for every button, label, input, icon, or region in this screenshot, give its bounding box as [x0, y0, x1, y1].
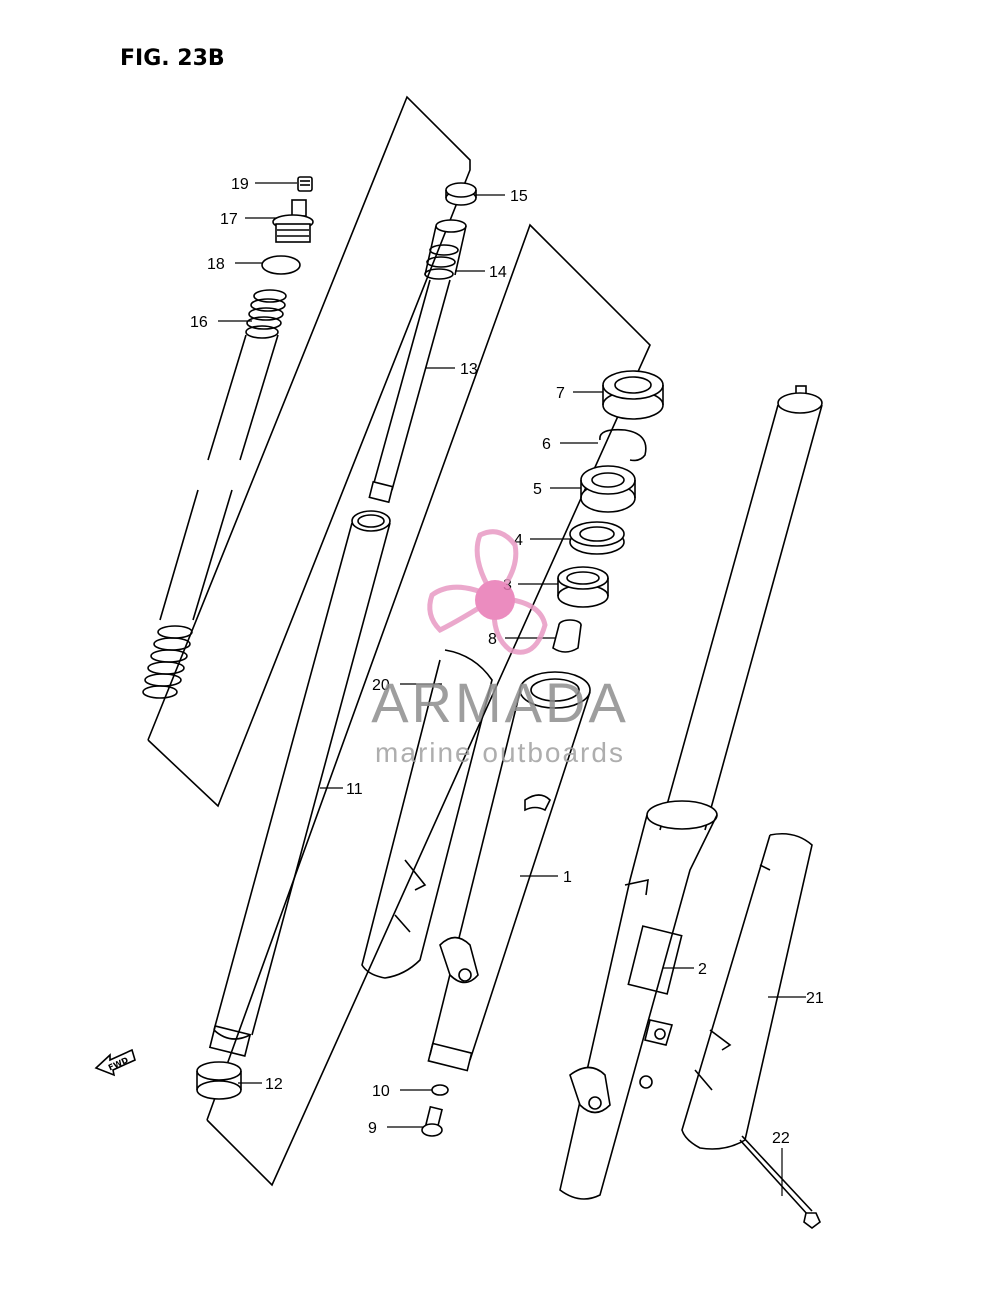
guide-bushing [557, 566, 609, 608]
cap-bolt [272, 199, 314, 243]
fork-cover-left [361, 649, 493, 979]
callout-11: 11 [346, 781, 363, 798]
callout-1: 1 [563, 869, 572, 886]
outline-inner-group [206, 223, 651, 1187]
callout-2: 2 [698, 961, 707, 978]
callout-15: 15 [510, 188, 528, 205]
callout-5: 5 [533, 481, 542, 498]
watermark-tagline: marine outboards [375, 737, 625, 768]
callout-labels: 19 17 18 16 15 14 13 7 6 5 4 3 8 20 11 1… [190, 176, 824, 1147]
callout-4: 4 [514, 532, 523, 549]
fork-spring [142, 289, 287, 699]
front-fork-right [559, 385, 823, 1200]
piston-ring [445, 182, 477, 206]
slide-bushing [196, 1061, 242, 1100]
fwd-arrow-icon: FWD [94, 1048, 136, 1077]
callout-14: 14 [489, 264, 507, 281]
figure-title: FIG. 23B [120, 46, 225, 71]
oil-lock-piece [552, 619, 582, 653]
cover-pin [739, 1135, 821, 1229]
damper-rod [368, 219, 467, 504]
callout-6: 6 [542, 436, 551, 453]
callout-19: 19 [231, 176, 249, 193]
callout-7: 7 [556, 385, 565, 402]
o-ring [261, 255, 301, 275]
seal-washer [569, 521, 625, 555]
callout-9: 9 [368, 1120, 377, 1137]
callout-10: 10 [372, 1083, 390, 1100]
stopper-ring [599, 428, 647, 462]
watermark-brand: ARMADA [371, 671, 629, 734]
propeller-logo-icon [427, 529, 548, 655]
fork-cover-right [681, 832, 813, 1150]
dust-seal [602, 370, 664, 420]
callout-22: 22 [772, 1130, 790, 1147]
gasket-washer [431, 1084, 449, 1096]
callout-12: 12 [265, 1076, 283, 1093]
inner-tube [208, 510, 391, 1057]
outer-tube-left [427, 671, 591, 1072]
callout-21: 21 [806, 990, 824, 1007]
callout-18: 18 [207, 256, 225, 273]
damper-bolt [421, 1105, 443, 1137]
callout-20: 20 [372, 677, 390, 694]
oil-seal [580, 465, 636, 513]
callout-16: 16 [190, 314, 208, 331]
watermark: ARMADA marine outboards [371, 529, 629, 768]
outline-left-group [147, 95, 471, 808]
leader-lines [218, 182, 806, 1196]
callout-13: 13 [460, 361, 478, 378]
air-valve [297, 176, 313, 192]
callout-17: 17 [220, 211, 238, 228]
callout-8: 8 [488, 631, 497, 648]
